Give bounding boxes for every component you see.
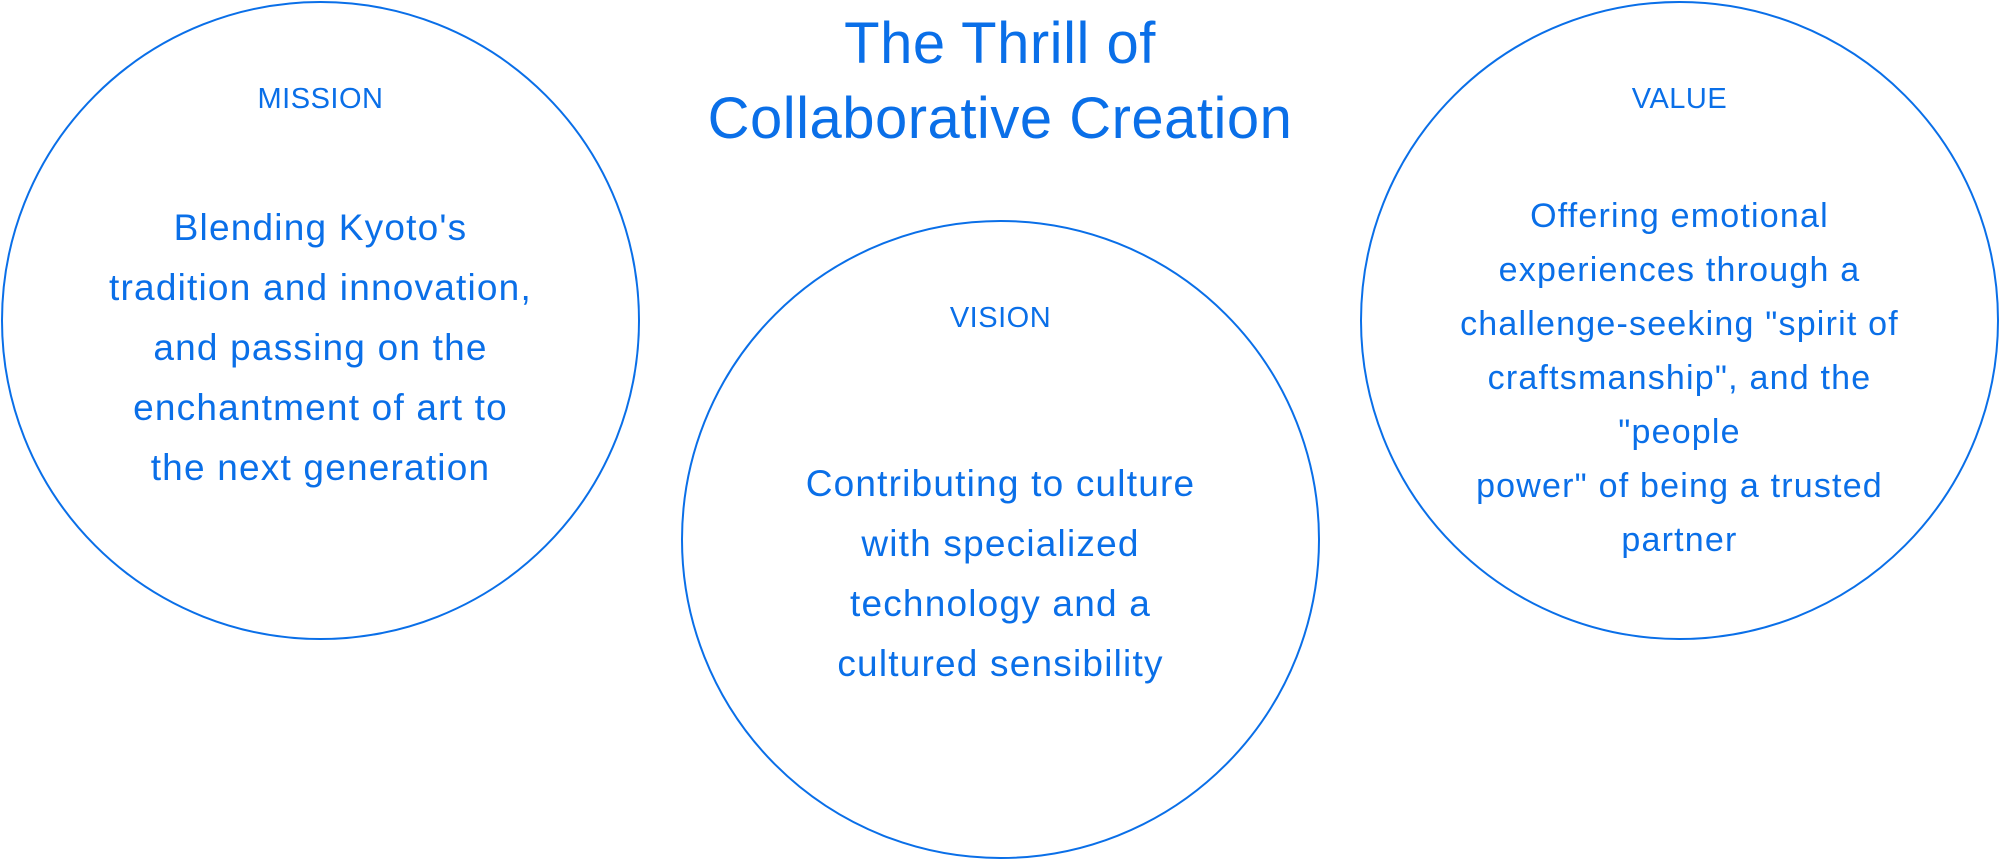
page-title-line-2: Collaborative Creation	[707, 86, 1293, 151]
vision-text-line: with specialized	[861, 523, 1140, 564]
value-text-line: craftsmanship", and the	[1487, 359, 1872, 397]
vision-text: Contributing to culture with specialized…	[761, 454, 1241, 694]
value-heading: VALUE	[1631, 83, 1728, 115]
vision-heading: VISION	[949, 302, 1052, 334]
value-text-line: Offering emotional	[1530, 197, 1829, 235]
mission-text-line: enchantment of art to	[133, 387, 508, 428]
vision-text-line: technology and a	[849, 583, 1152, 624]
value-text-line: "people	[1618, 413, 1741, 451]
page-title-line-1: The Thrill of	[844, 11, 1156, 76]
vision-text-line: Contributing to culture	[805, 463, 1196, 504]
value-text-line: power" of being a trusted	[1476, 467, 1883, 505]
mission-heading: MISSION	[257, 83, 384, 115]
mission-text-line: the next generation	[150, 447, 491, 488]
value-circle: VALUE Offering emotional experiences thr…	[1360, 1, 1999, 640]
value-text-line: partner	[1621, 521, 1738, 559]
mission-text: Blending Kyoto's tradition and innovatio…	[71, 198, 571, 498]
value-text: Offering emotional experiences through a…	[1420, 189, 1940, 567]
page-title: The Thrill of Collaborative Creation	[640, 6, 1360, 156]
mission-circle: MISSION Blending Kyoto's tradition and i…	[1, 1, 640, 640]
mission-text-line: and passing on the	[153, 327, 488, 368]
vision-text-line: cultured sensibility	[837, 643, 1164, 684]
mission-text-line: Blending Kyoto's	[173, 207, 468, 248]
vision-circle: VISION Contributing to culture with spec…	[681, 220, 1320, 859]
value-text-line: experiences through a	[1498, 251, 1861, 289]
mission-text-line: tradition and innovation,	[109, 267, 532, 308]
value-text-line: challenge-seeking "spirit of	[1460, 305, 1899, 343]
